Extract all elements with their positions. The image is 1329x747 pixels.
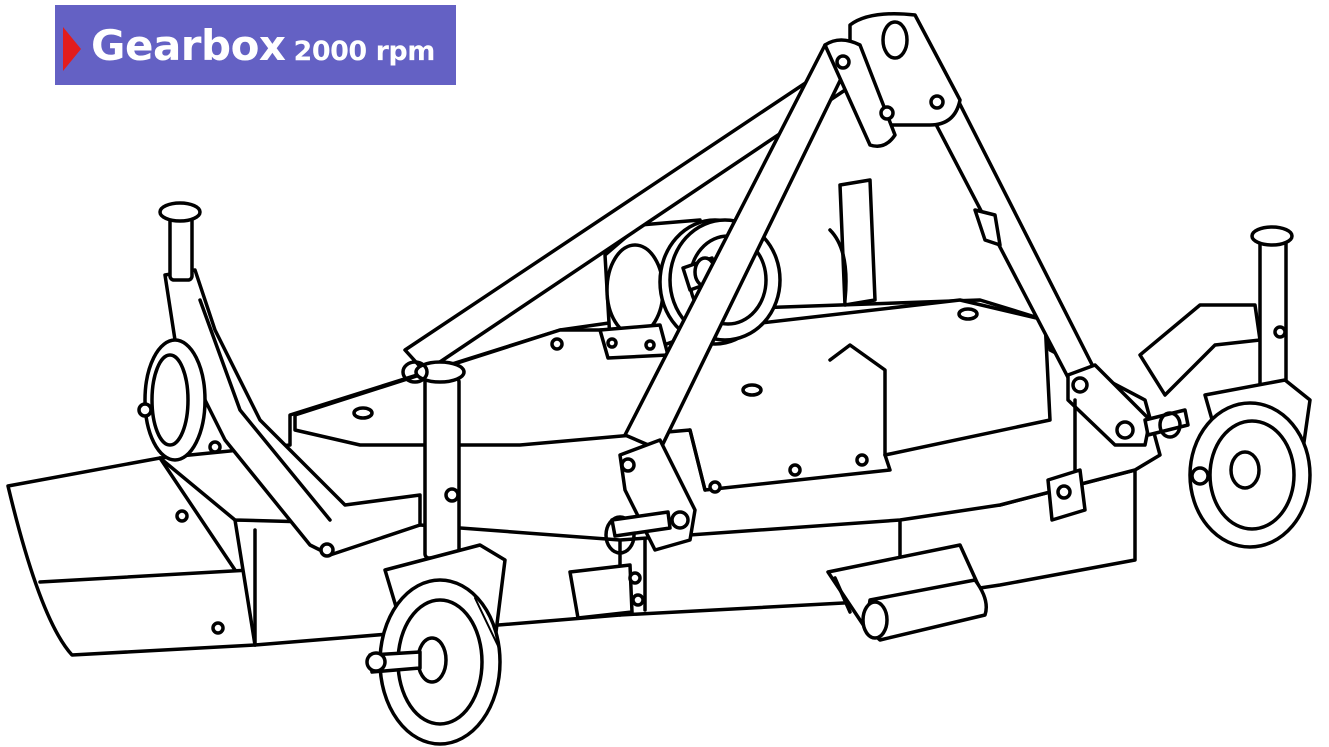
arrow-right-icon [63,27,81,71]
left-rear-caster [137,201,422,558]
banner-subtitle: 2000 rpm [293,36,436,67]
banner-title: Gearbox [91,21,286,70]
left-front-caster [365,360,507,746]
anti-scalp-roller [826,543,988,642]
linch-pins [401,360,1182,439]
hitch-frame [403,12,1112,452]
right-rear-caster [1138,225,1312,549]
lower-hitch-left [568,438,697,620]
lower-hitch-right [1046,363,1190,522]
